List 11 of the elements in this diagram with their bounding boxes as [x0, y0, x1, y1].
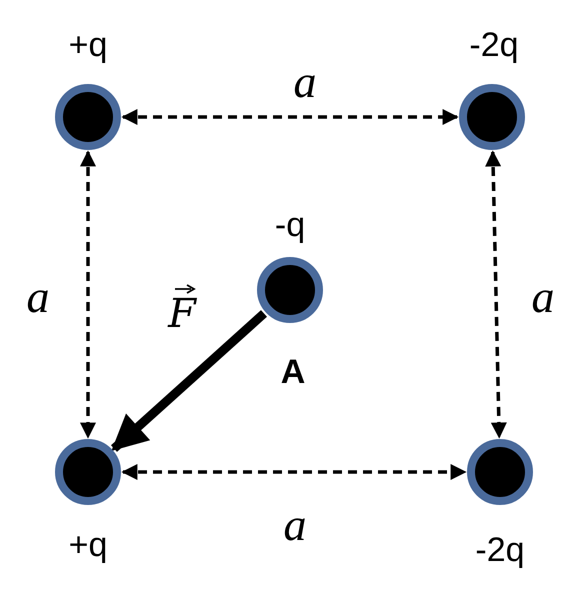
charge-label: -2q	[469, 28, 519, 62]
dimension-arrow	[485, 150, 507, 439]
force-arrow	[111, 310, 267, 452]
charge-label: -2q	[475, 533, 525, 567]
charge-label: +q	[68, 528, 108, 562]
dimension-arrow	[80, 150, 96, 439]
charge-label: -q	[274, 208, 306, 242]
point-label: A	[280, 355, 306, 389]
charge-label: +q	[68, 28, 108, 62]
dimension-arrow	[121, 109, 459, 125]
dimension-arrow	[121, 464, 467, 480]
